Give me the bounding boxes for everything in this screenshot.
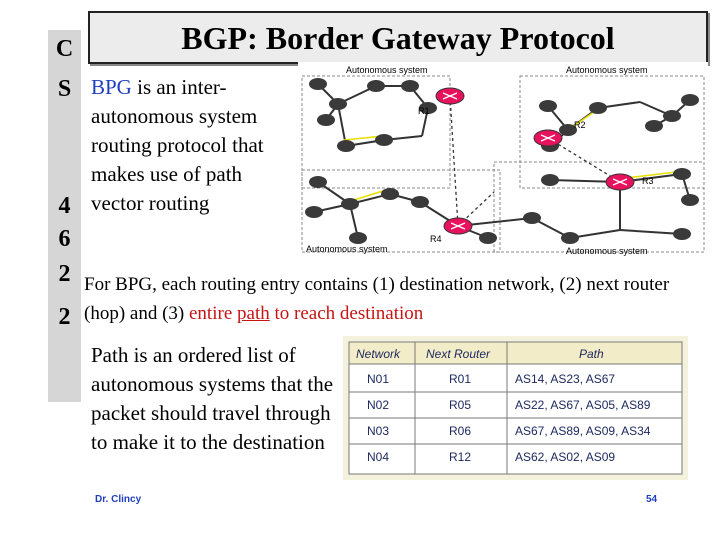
inter-as-links: [449, 95, 621, 227]
table-header: Network: [356, 347, 401, 361]
as-label: Autonomous system: [306, 244, 388, 254]
routing-table-svg: Network Next Router Path N01 R01 AS14, A…: [348, 341, 683, 475]
table-cell: R12: [449, 450, 471, 464]
table-cell: R01: [449, 372, 471, 386]
as-label: Autonomous system: [346, 65, 428, 75]
table-cell: AS67, AS89, AS09, AS34: [515, 424, 651, 438]
table-cell: N04: [367, 450, 389, 464]
sidebar-bar: C S 4 6 2 2: [48, 30, 81, 402]
router-r4: R4: [430, 217, 473, 244]
sidebar-char: S: [57, 76, 72, 102]
table-cell: N01: [367, 372, 389, 386]
as-label: Autonomous system: [566, 246, 648, 256]
routing-table: Network Next Router Path N01 R01 AS14, A…: [343, 336, 688, 480]
slide-title: BGP: Border Gateway Protocol: [181, 20, 615, 56]
table-cell: AS14, AS23, AS67: [515, 372, 615, 386]
network-diagram: Autonomous system Autonomous system Auto…: [298, 62, 708, 256]
highlight-text: to reach destination: [269, 303, 424, 324]
sidebar-char: 2: [58, 304, 71, 330]
as-label: Autonomous system: [566, 65, 648, 75]
highlight-path-word: path: [237, 303, 270, 324]
sidebar-char: 2: [58, 261, 71, 287]
intro-paragraph: BPG is an inter-autonomous system routin…: [91, 73, 287, 218]
intro-text: is an inter-autonomous system routing pr…: [91, 75, 264, 215]
table-cell: N03: [367, 424, 389, 438]
highlight-text: entire: [189, 303, 238, 324]
routing-entry-paragraph: For BPG, each routing entry contains (1)…: [84, 270, 714, 328]
sidebar-char: 4: [58, 193, 71, 219]
as-boundary-top-left: [301, 75, 451, 189]
router-r1: R1: [418, 87, 465, 116]
network-diagram-svg: Autonomous system Autonomous system Auto…: [301, 65, 705, 256]
router-r2: R2: [533, 120, 586, 147]
table-cell: N02: [367, 398, 389, 412]
page-number: 54: [646, 494, 658, 505]
bpg-term: BPG: [91, 75, 132, 99]
router-label: R3: [642, 176, 654, 186]
router-label: R1: [418, 106, 430, 116]
path-definition-paragraph: Path is an ordered list of autonomous sy…: [91, 343, 334, 454]
table-cell: AS22, AS67, AS05, AS89: [515, 398, 651, 412]
table-cell: R05: [449, 398, 471, 412]
footer-author: Dr. Clincy: [95, 494, 142, 505]
table-cell: R06: [449, 424, 471, 438]
as-boundary-bottom-left: [301, 169, 501, 253]
router-label: R2: [574, 120, 586, 130]
routing-entry-text: For BPG, each routing entry contains (1)…: [84, 274, 670, 324]
router-r3: R3: [605, 173, 654, 191]
table-header: Path: [579, 347, 604, 361]
router-label: R4: [430, 234, 442, 244]
as-boundary-bottom-right: [493, 161, 705, 253]
network-links: [313, 83, 691, 239]
table-cell: AS62, AS02, AS09: [515, 450, 615, 464]
table-header: Next Router: [426, 347, 491, 361]
sidebar-char: 6: [58, 226, 71, 252]
sidebar-char: C: [55, 36, 74, 62]
